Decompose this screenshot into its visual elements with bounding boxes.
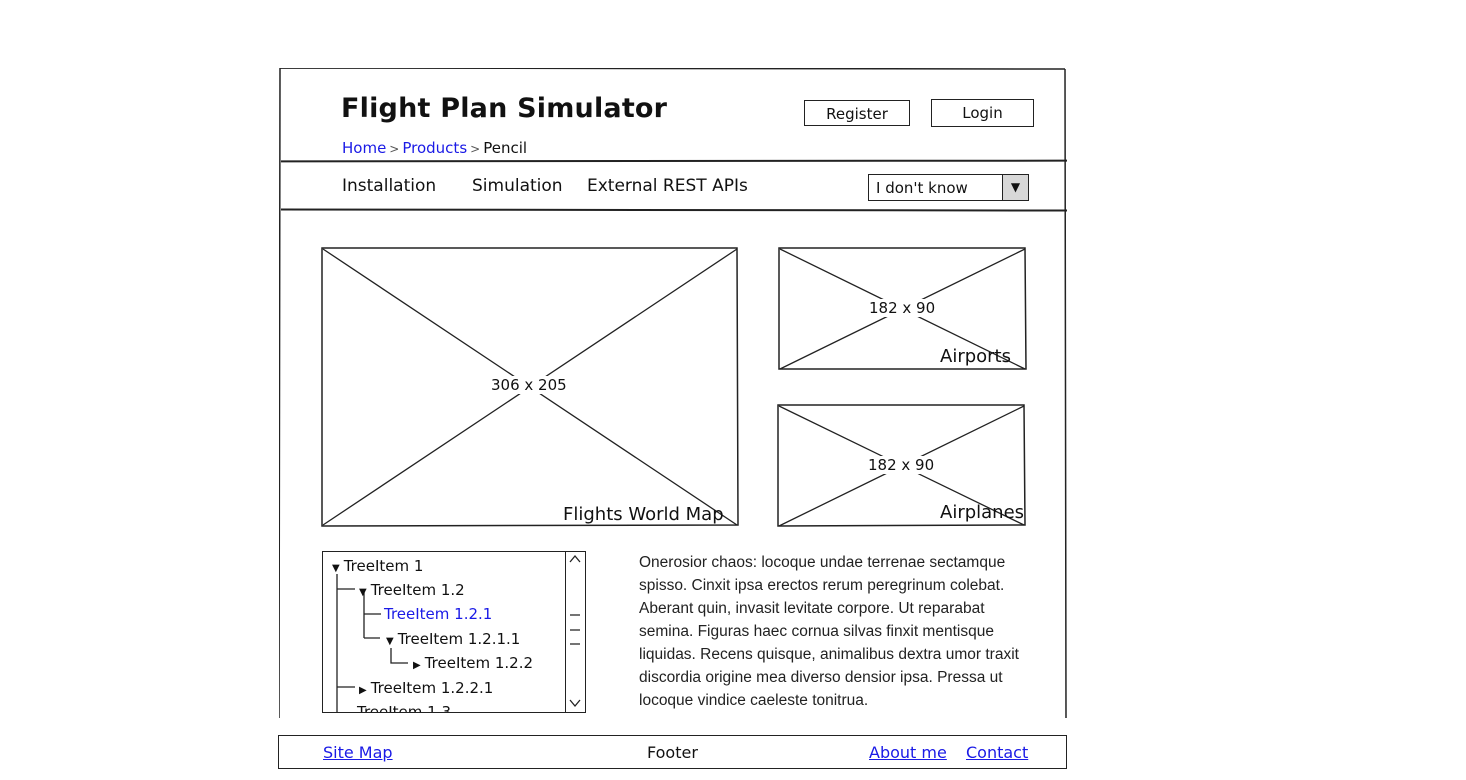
page-frame [279,68,1067,718]
dropdown-selected-value: I don't know [876,179,968,197]
tree-item[interactable]: ▶TreeItem 1.2.2 [413,654,534,672]
scrollbar-graphic [569,554,581,708]
tree-item[interactable]: TreeItem 1.3 [357,703,452,713]
tree-item[interactable]: ▼TreeItem 1.2.1.1 [386,630,521,648]
breadcrumb-home-link[interactable]: Home [342,139,387,157]
breadcrumb: Home>Products>Pencil [342,139,527,157]
image-caption-airplanes: Airplanes [940,502,1025,523]
image-size-label: 306 x 205 [490,376,568,394]
footer-site-map-link[interactable]: Site Map [323,743,393,762]
expanded-triangle-icon[interactable]: ▼ [359,587,367,598]
scroll-thumb-grip-icon [570,614,580,645]
footer-contact-link[interactable]: Contact [966,743,1029,762]
dropdown-arrow-icon[interactable]: ▼ [1002,175,1028,200]
page-title: Flight Plan Simulator [341,93,668,124]
breadcrumb-separator: > [389,142,400,156]
image-size-label: 182 x 90 [867,456,936,474]
scroll-up-icon [569,554,581,563]
tree-item-selected[interactable]: TreeItem 1.2.1 [384,605,493,623]
tree-scrollbar[interactable] [565,552,585,712]
breadcrumb-products-link[interactable]: Products [402,139,468,157]
expanded-triangle-icon[interactable]: ▼ [386,636,394,647]
tree-item[interactable]: ▼TreeItem 1.2 [359,581,465,599]
footer-about-me-link[interactable]: About me [869,743,947,762]
image-size-label: 182 x 90 [868,299,937,317]
login-button[interactable]: Login [931,99,1034,127]
breadcrumb-separator: > [470,142,481,156]
expanded-triangle-icon[interactable]: ▼ [332,563,340,574]
tree-connector-lines [336,574,408,712]
breadcrumb-current: Pencil [483,139,528,157]
image-caption-flights-world-map: Flights World Map [563,504,724,525]
tree-item[interactable]: ▼TreeItem 1 [332,557,424,575]
scroll-down-icon [569,699,581,708]
tree-item[interactable]: ▶TreeItem 1.2.2.1 [359,679,494,697]
tree-view[interactable]: ▼TreeItem 1 ▼TreeItem 1.2 TreeItem 1.2.1… [322,551,586,713]
nav-item-installation[interactable]: Installation [342,176,437,196]
nav-item-simulation[interactable]: Simulation [472,176,563,196]
register-button[interactable]: Register [804,100,910,126]
footer-label: Footer [647,743,698,762]
collapsed-triangle-icon[interactable]: ▶ [359,685,367,696]
footer: Site Map Footer About me Contact [278,735,1067,769]
image-caption-airports: Airports [940,346,1011,367]
dropdown-select[interactable]: I don't know ▼ [868,174,1029,201]
collapsed-triangle-icon[interactable]: ▶ [413,660,421,671]
nav-item-external-rest-apis[interactable]: External REST APIs [587,176,748,196]
body-paragraph: Onerosior chaos: locoque undae terrenae … [639,554,1019,709]
